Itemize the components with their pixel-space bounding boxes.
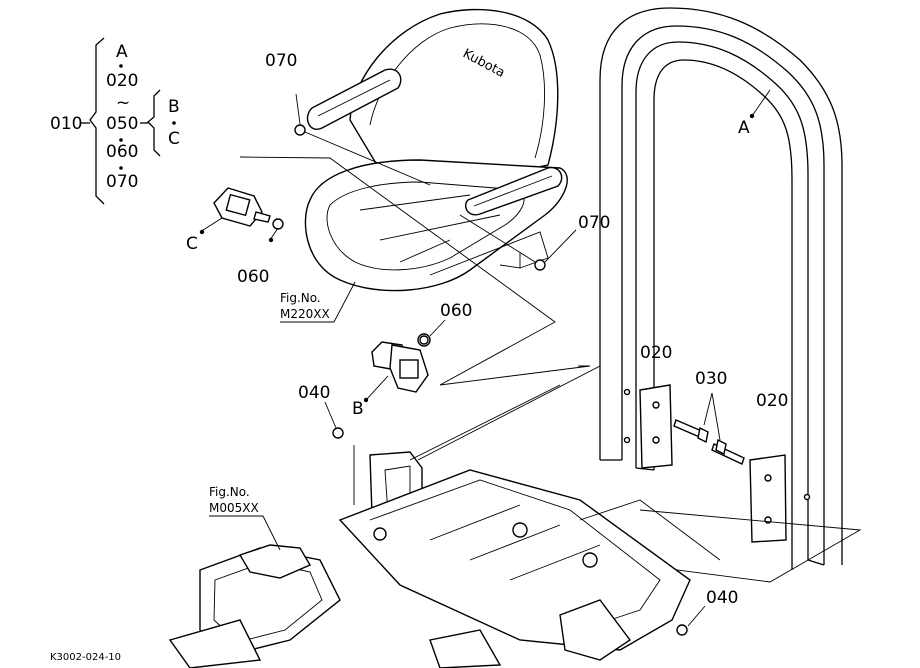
- callout-070-top: 070: [265, 51, 297, 71]
- callout-040-left: 040: [298, 383, 330, 403]
- callout-060-mid: 060: [440, 301, 472, 321]
- seat-switch-b: [363, 333, 431, 403]
- callout-070-right: 070: [578, 213, 610, 233]
- assembly-sub-b: B: [168, 97, 180, 117]
- assembly-member-070: 070: [106, 172, 138, 192]
- figure-ref-code: M220XX: [280, 307, 330, 321]
- callout-020-right: 020: [756, 391, 788, 411]
- seat-illustration: Kubota: [239, 8, 568, 386]
- assembly-root-label: 010: [50, 114, 82, 134]
- assembly-range-mark: ~: [116, 93, 130, 113]
- figure-ref-caption: Fig.No.: [209, 485, 250, 499]
- nuts: [294, 93, 706, 636]
- callout-ref-c: C: [186, 234, 198, 254]
- chassis-frame: [168, 384, 721, 668]
- seat-switch-c: [199, 187, 284, 243]
- assembly-member-a: A: [116, 42, 128, 62]
- figure-reference-m220xx: Fig.No. M220XX: [280, 281, 356, 323]
- assembly-member-020: 020: [106, 71, 138, 91]
- callout-020-left: 020: [640, 343, 672, 363]
- assembly-member-050: 050: [106, 114, 138, 134]
- assembly-sub-c: C: [168, 129, 180, 149]
- figure-ref-code: M005XX: [209, 501, 259, 515]
- drawing-number: K3002-024-10: [50, 652, 121, 663]
- callout-030: 030: [695, 369, 727, 389]
- callout-ref-a: A: [738, 118, 750, 138]
- figure-reference-m005xx: Fig.No. M005XX: [209, 485, 281, 551]
- assembly-key: 010 A 020 ~ 050 060 070 B C: [50, 37, 180, 205]
- callout-040-right: 040: [706, 588, 738, 608]
- callout-labels: 070 070 060 060 040 040 020 020 030 A B …: [186, 51, 788, 608]
- callout-060-left: 060: [237, 267, 269, 287]
- figure-ref-caption: Fig.No.: [280, 291, 321, 305]
- callout-ref-b: B: [352, 399, 364, 419]
- assembly-member-060: 060: [106, 142, 138, 162]
- rops-frame: [417, 7, 862, 583]
- bolts-030: [673, 392, 745, 465]
